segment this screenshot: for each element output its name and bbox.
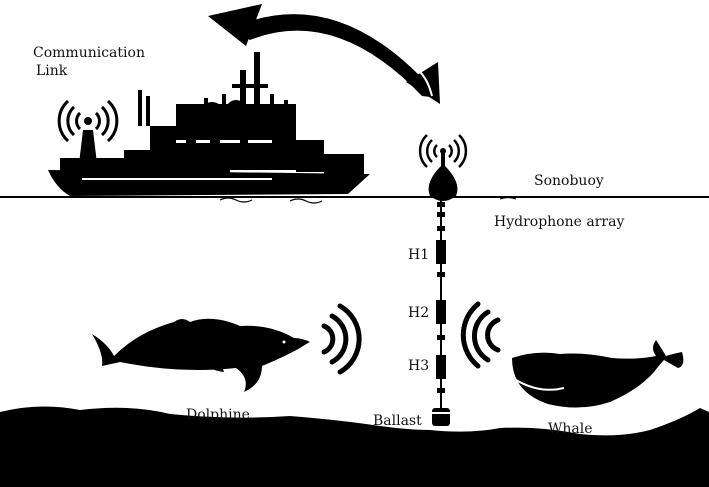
ballast-icon [432, 408, 450, 426]
h2-label: H2 [408, 305, 430, 321]
whale-sound-wave-icon [460, 301, 501, 369]
whale-label: Whale [548, 421, 593, 437]
communication-link-label: Communication Link [32, 44, 146, 80]
dolphin-icon [92, 318, 310, 392]
ballast-label: Ballast [373, 413, 422, 429]
dolphin-eye [282, 340, 286, 344]
sonobuoy-label: Sonobuoy [534, 173, 604, 189]
hydrophone-h1 [436, 240, 446, 264]
hydrophone-array-label: Hydrophone array [494, 214, 625, 230]
buoy-icon [428, 152, 458, 201]
sea-surface-ripples [219, 196, 517, 204]
whale-mouth-line [515, 379, 565, 391]
hydrophone-h2 [436, 300, 446, 324]
communication-link-label-line2: Link [36, 63, 68, 79]
ship-antenna-signal-icon [57, 99, 119, 143]
communication-link-label-line1: Communication [33, 45, 145, 61]
hydrophone-array [436, 202, 446, 393]
ship-icon [48, 52, 370, 196]
ship-windows [82, 140, 272, 180]
h3-label: H3 [408, 358, 430, 374]
dolphine-label: Dolphine [186, 407, 250, 423]
h1-label: H1 [408, 247, 430, 263]
seabed [0, 406, 709, 487]
buoy-antenna-signal-icon [418, 134, 468, 168]
dolphin-sound-wave-icon [321, 303, 362, 375]
curved-arrow-icon [208, 4, 440, 104]
hydrophone-h3 [436, 355, 446, 379]
whale-icon [512, 340, 684, 408]
